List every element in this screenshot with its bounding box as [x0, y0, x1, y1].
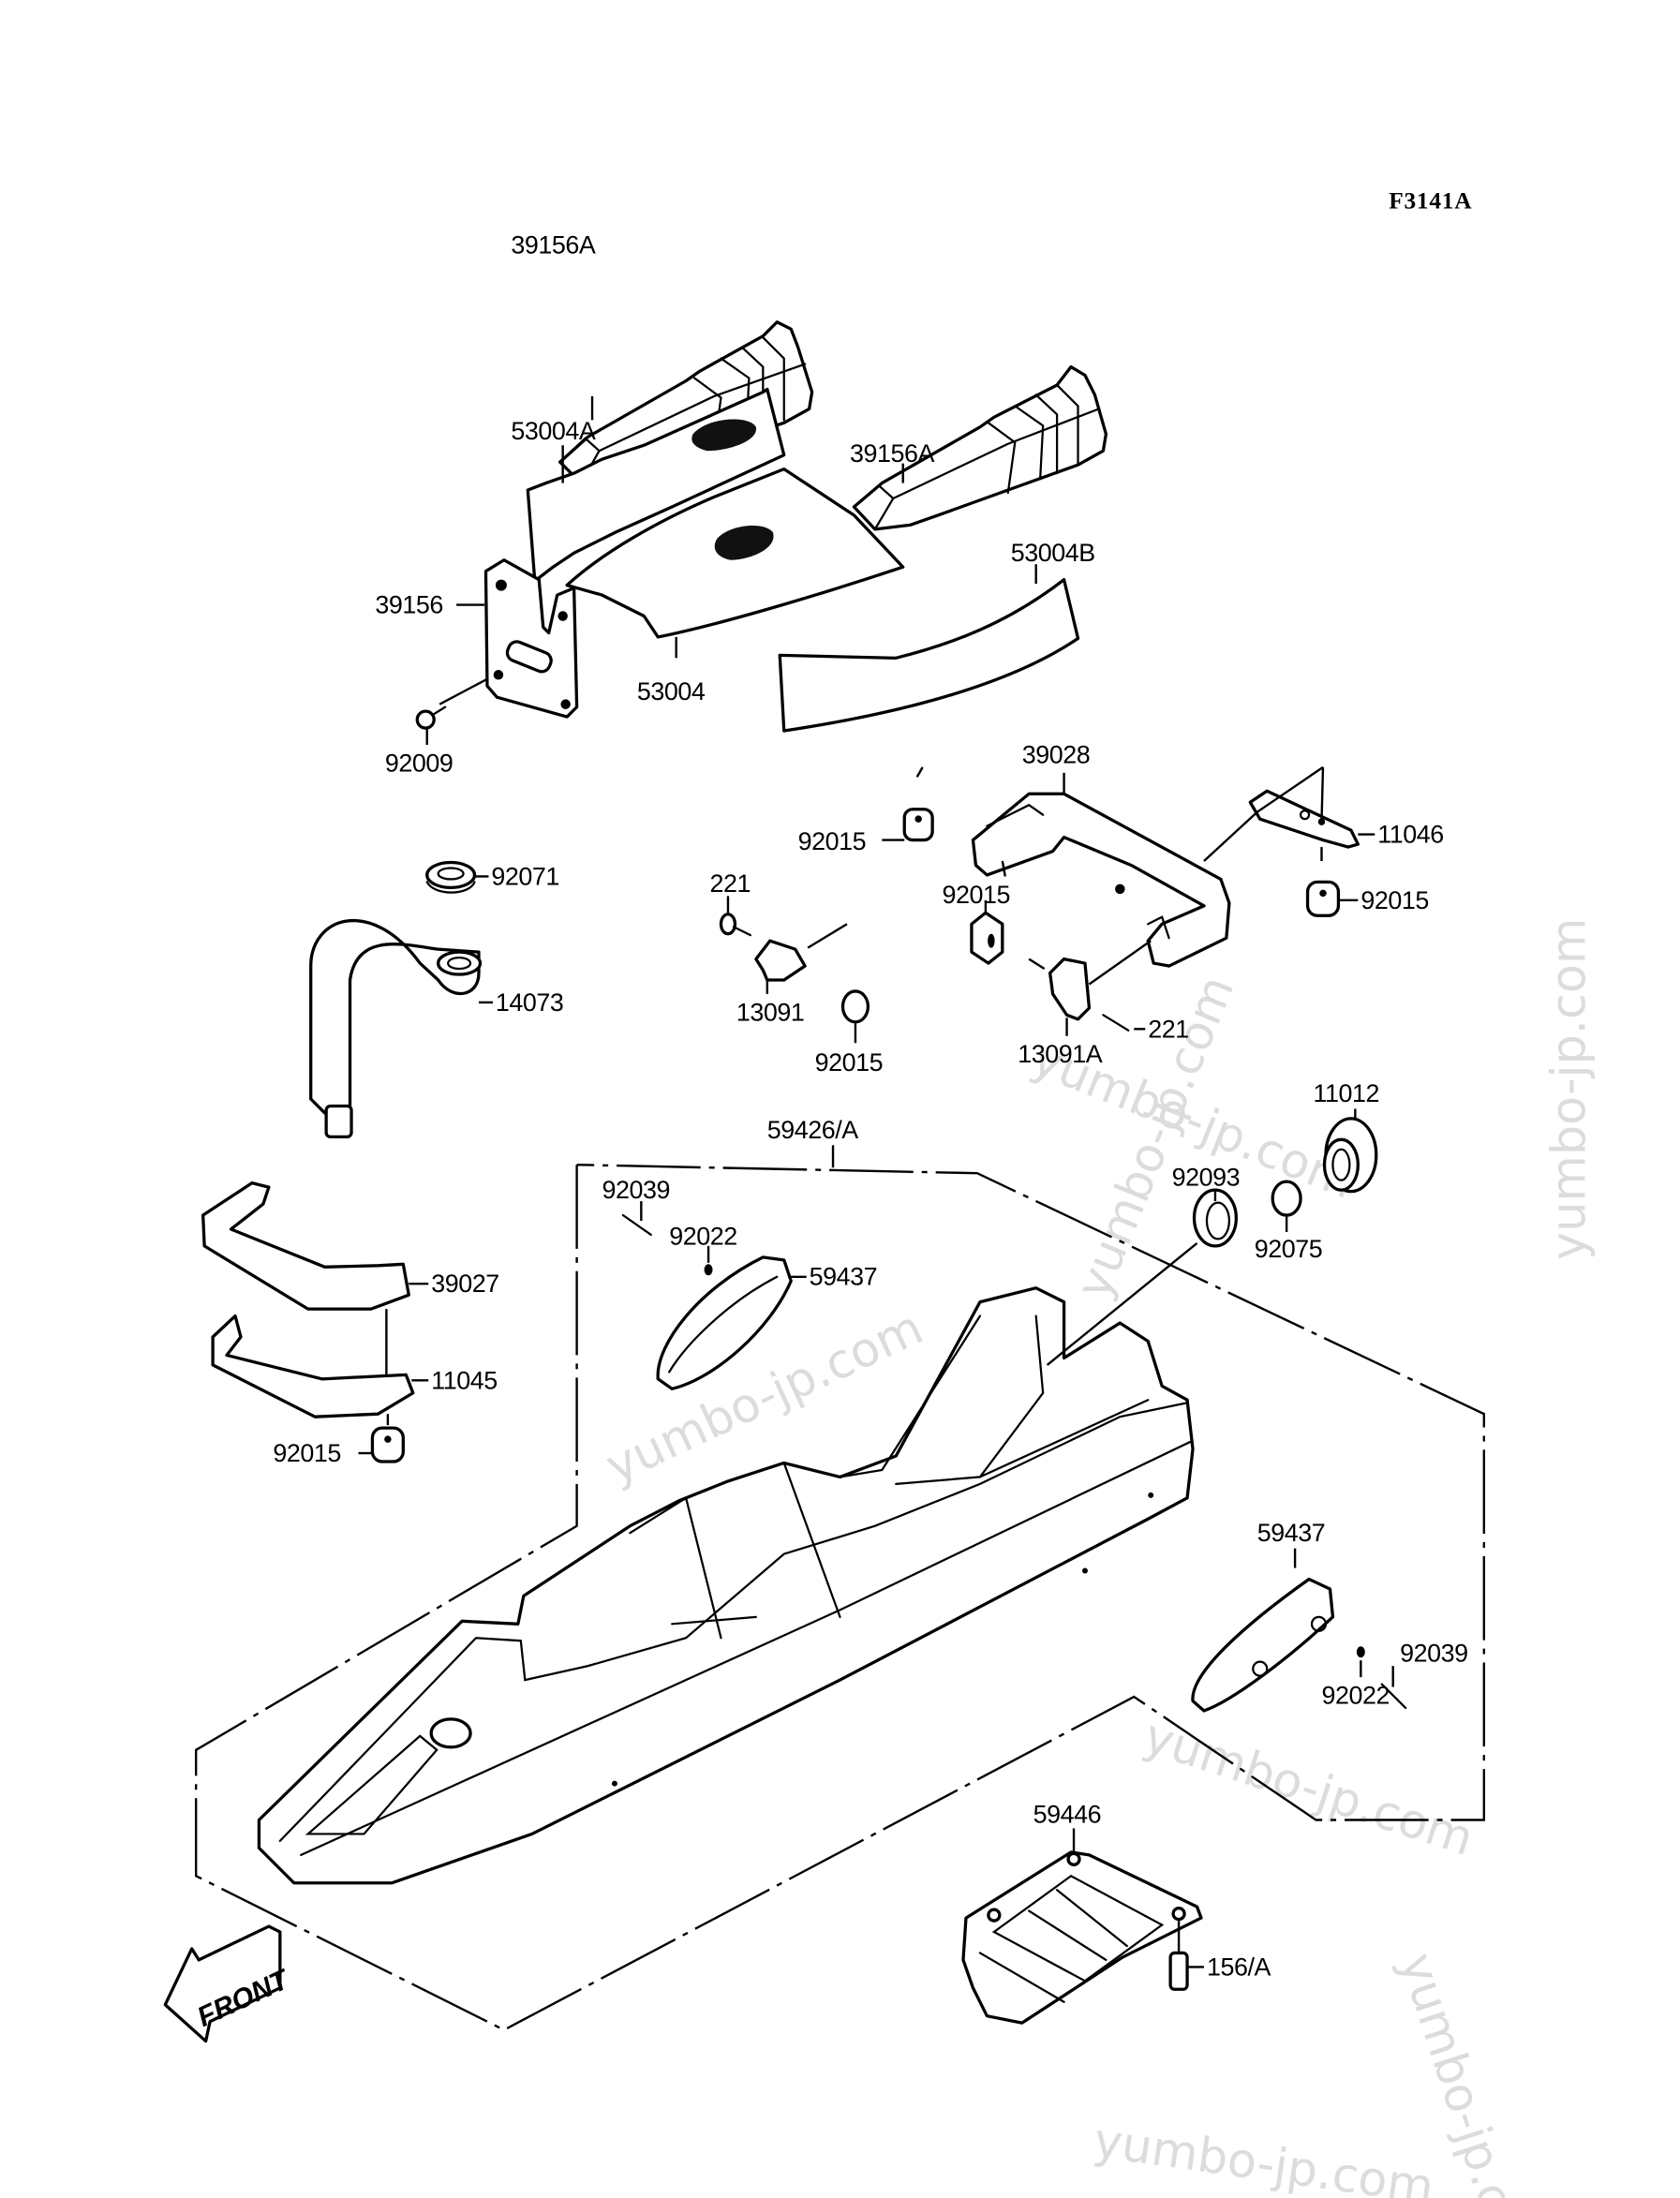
clamp-13091[interactable]: 13091	[736, 923, 848, 1026]
washer-92022-left[interactable]: 92022	[669, 1222, 737, 1276]
label-59426a: 59426/A	[767, 1116, 859, 1144]
label-92039-right: 92039	[1400, 1640, 1468, 1668]
label-53004a: 53004A	[511, 417, 595, 445]
label-59437-left: 59437	[810, 1263, 878, 1291]
label-92039-left: 92039	[602, 1176, 670, 1204]
mat-left-53004a[interactable]: 53004A	[511, 387, 786, 583]
label-92015-c: 92015	[1360, 886, 1429, 914]
seal-92093[interactable]: 92093	[1046, 1164, 1241, 1366]
nut-92015-e[interactable]: 92015	[273, 1414, 405, 1467]
label-39028: 39028	[1022, 740, 1091, 768]
label-92015-b: 92015	[943, 881, 1011, 909]
nut-92015-d[interactable]: 92015	[815, 989, 884, 1077]
rail-59437-left[interactable]: 59437	[656, 1255, 878, 1390]
label-39156a-right: 39156A	[850, 439, 934, 468]
label-92022-left: 92022	[669, 1222, 737, 1250]
label-92075: 92075	[1255, 1235, 1323, 1263]
label-14073: 14073	[496, 988, 564, 1017]
label-39156a-top: 39156A	[511, 231, 595, 260]
watermark-vertical-right: yumbo-jp.com	[1540, 918, 1596, 1260]
pipe-14073[interactable]: 14073	[309, 918, 564, 1138]
label-92015-e: 92015	[273, 1439, 341, 1467]
label-39156: 39156	[375, 591, 443, 619]
front-arrow-icon: FRONT	[163, 1924, 295, 2043]
label-53004: 53004	[637, 677, 706, 705]
clamp-13091a[interactable]: 13091A	[1018, 940, 1152, 1068]
cap-11012[interactable]: 11012	[1314, 1079, 1380, 1194]
label-13091: 13091	[736, 998, 805, 1026]
label-92071: 92071	[491, 862, 559, 890]
label-39027: 39027	[431, 1270, 499, 1298]
stopper-11045[interactable]: 11045	[211, 1309, 498, 1418]
bolt-92009[interactable]: 92009	[385, 677, 488, 778]
label-59437-right: 59437	[1257, 1519, 1326, 1547]
label-92015-d: 92015	[815, 1048, 884, 1077]
label-59446: 59446	[1033, 1800, 1102, 1828]
pad-right-39156a[interactable]: 39156A	[850, 364, 1108, 531]
rivet-92039-left[interactable]: 92039	[602, 1176, 670, 1237]
washer-92022-right[interactable]: 92022	[1321, 1646, 1390, 1709]
label-11045: 11045	[431, 1366, 498, 1394]
hull-59426a[interactable]: 59426/A	[194, 1116, 1486, 2031]
screw-221-left[interactable]: 221	[710, 869, 751, 937]
nut-92015-b[interactable]: 92015	[943, 881, 1011, 965]
stopper-11046[interactable]: 11046	[1203, 765, 1444, 862]
label-92015-a: 92015	[798, 827, 867, 855]
label-11046: 11046	[1377, 821, 1444, 849]
nut-92015-c[interactable]: 92015	[1305, 880, 1429, 917]
grate-59446[interactable]: 59446	[961, 1800, 1203, 2025]
watermark-diagonal-4: yumbo-jp.com	[1137, 1708, 1480, 1866]
label-13091a: 13091A	[1018, 1040, 1102, 1068]
bumper-39027[interactable]: 39027	[201, 1181, 499, 1311]
rail-59437-right[interactable]: 59437	[1191, 1519, 1335, 1713]
label-11012: 11012	[1314, 1079, 1380, 1107]
label-92093: 92093	[1172, 1164, 1241, 1192]
oring-92075[interactable]: 92075	[1255, 1180, 1323, 1263]
nut-92015-a[interactable]: 92015	[798, 808, 934, 855]
label-156a: 156/A	[1207, 1953, 1271, 1981]
label-221-left: 221	[710, 869, 751, 898]
bracket-plate-39156[interactable]: 39156	[375, 558, 579, 719]
diagram-code: F3141A	[1389, 188, 1472, 215]
label-53004b: 53004B	[1011, 539, 1095, 567]
mat-center-53004[interactable]: 53004	[565, 467, 905, 706]
mat-right-53004b[interactable]: 53004B	[778, 539, 1095, 733]
grommet-92071[interactable]: 92071	[425, 860, 559, 894]
label-92009: 92009	[385, 749, 453, 777]
watermark-bottom: yumbo-jp.com	[1091, 2113, 1437, 2198]
bolt-156a[interactable]: 156/A	[1168, 1921, 1271, 1991]
handle-bracket-39028[interactable]: 39028	[915, 740, 1231, 968]
label-221-right: 221	[1148, 1015, 1189, 1043]
screw-221-right[interactable]: 221	[1102, 1014, 1189, 1043]
label-92022-right: 92022	[1321, 1681, 1390, 1709]
rivet-92039-right[interactable]: 92039	[1380, 1640, 1468, 1710]
